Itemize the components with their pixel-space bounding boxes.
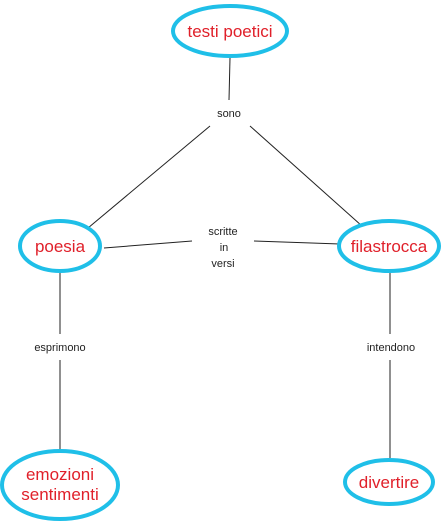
link-label-intendono: intendono	[367, 342, 415, 354]
link-label-in: in	[220, 242, 229, 254]
node-border	[343, 458, 435, 506]
line-sono-to-poesia	[87, 125, 211, 229]
node-filastrocca: filastrocca	[337, 219, 441, 273]
node-label-testi-poetici: testi poetici	[187, 22, 272, 41]
link-label-sono: sono	[217, 108, 241, 120]
connectors	[59, 57, 391, 458]
link-label-esprimono: esprimono	[34, 342, 85, 354]
node-border	[18, 219, 102, 273]
node-label-emozioni: emozioni	[26, 465, 94, 484]
line-poesia-to-scritte	[103, 240, 193, 249]
link-label-versi: versi	[211, 258, 234, 270]
node-emozioni-sentimenti: emozioni sentimenti	[0, 449, 120, 521]
node-label-sentimenti: sentimenti	[21, 485, 98, 504]
line-scritte-to-filastrocca	[253, 240, 341, 245]
node-label-divertire: divertire	[359, 473, 419, 492]
node-poesia: poesia	[18, 219, 102, 273]
node-label-filastrocca: filastrocca	[351, 237, 428, 256]
link-label-scritte: scritte	[208, 226, 237, 238]
node-border	[337, 219, 441, 273]
node-label-poesia: poesia	[35, 237, 86, 256]
node-border	[0, 449, 120, 521]
line-testi-to-sono	[228, 57, 231, 101]
node-testi-poetici: testi poetici	[171, 4, 289, 58]
node-border	[171, 4, 289, 58]
node-divertire: divertire	[343, 458, 435, 506]
line-sono-to-filastrocca	[249, 125, 363, 227]
